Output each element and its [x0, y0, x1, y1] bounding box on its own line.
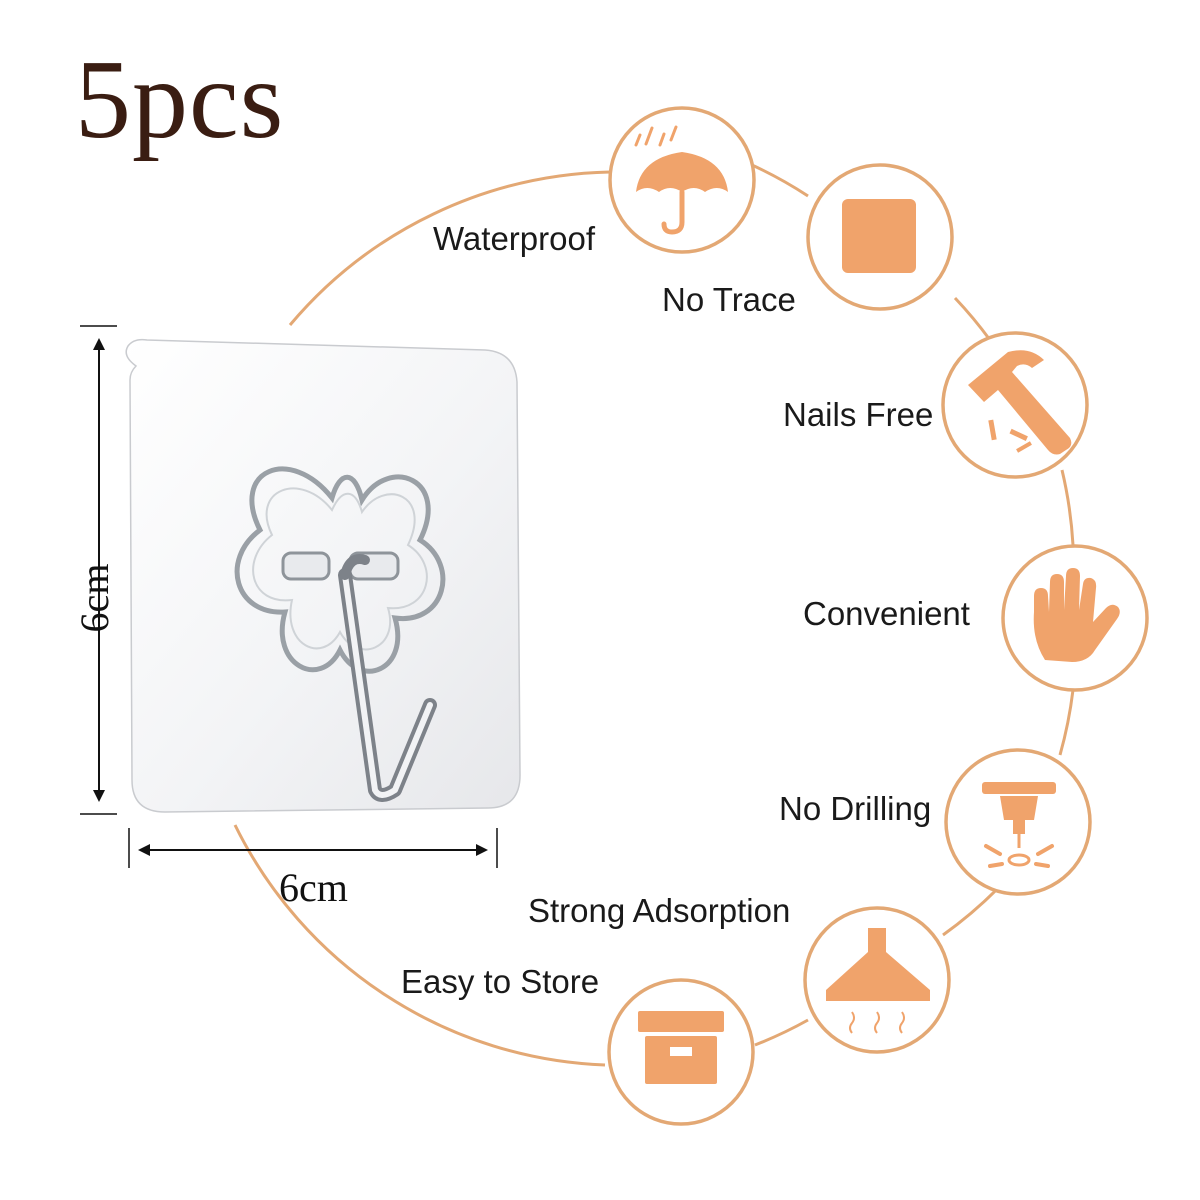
flower-plate-inner — [252, 487, 428, 651]
square-icon — [842, 199, 916, 273]
width-dimension-arrow — [128, 828, 498, 868]
decorative-ring — [233, 163, 1075, 1067]
height-dimension-label: 6cm — [72, 563, 117, 633]
storage-box-icon — [638, 1011, 724, 1084]
feature-label-strong-adsorption: Strong Adsorption — [528, 892, 791, 929]
height-dimension-arrow — [80, 325, 117, 815]
feature-icon-easy-to-store — [607, 978, 755, 1126]
hammer-nails-icon — [968, 350, 1072, 455]
feature-label-nails-free: Nails Free — [783, 396, 934, 433]
feature-icon-no-drilling — [944, 748, 1092, 896]
feature-icon-no-trace — [806, 163, 954, 311]
feature-label-easy-to-store: Easy to Store — [401, 963, 600, 1000]
quantity-label: 5pcs — [75, 38, 285, 162]
feature-label-no-drilling: No Drilling — [779, 790, 932, 827]
feature-label-no-trace: No Trace — [662, 281, 796, 318]
hand-icon — [1033, 568, 1120, 662]
feature-icon-waterproof — [608, 106, 756, 254]
feature-label-waterproof: Waterproof — [433, 220, 596, 257]
drill-icon — [982, 782, 1056, 868]
feature-icon-convenient — [1001, 544, 1149, 692]
range-hood-icon — [826, 928, 930, 1034]
feature-label-convenient: Convenient — [803, 595, 970, 632]
feature-icon-strong-adsorption — [803, 906, 951, 1054]
hook-product-image — [125, 338, 521, 813]
umbrella-icon — [634, 125, 728, 235]
width-dimension-label: 6cm — [279, 865, 348, 910]
feature-icon-nails-free — [941, 331, 1089, 479]
